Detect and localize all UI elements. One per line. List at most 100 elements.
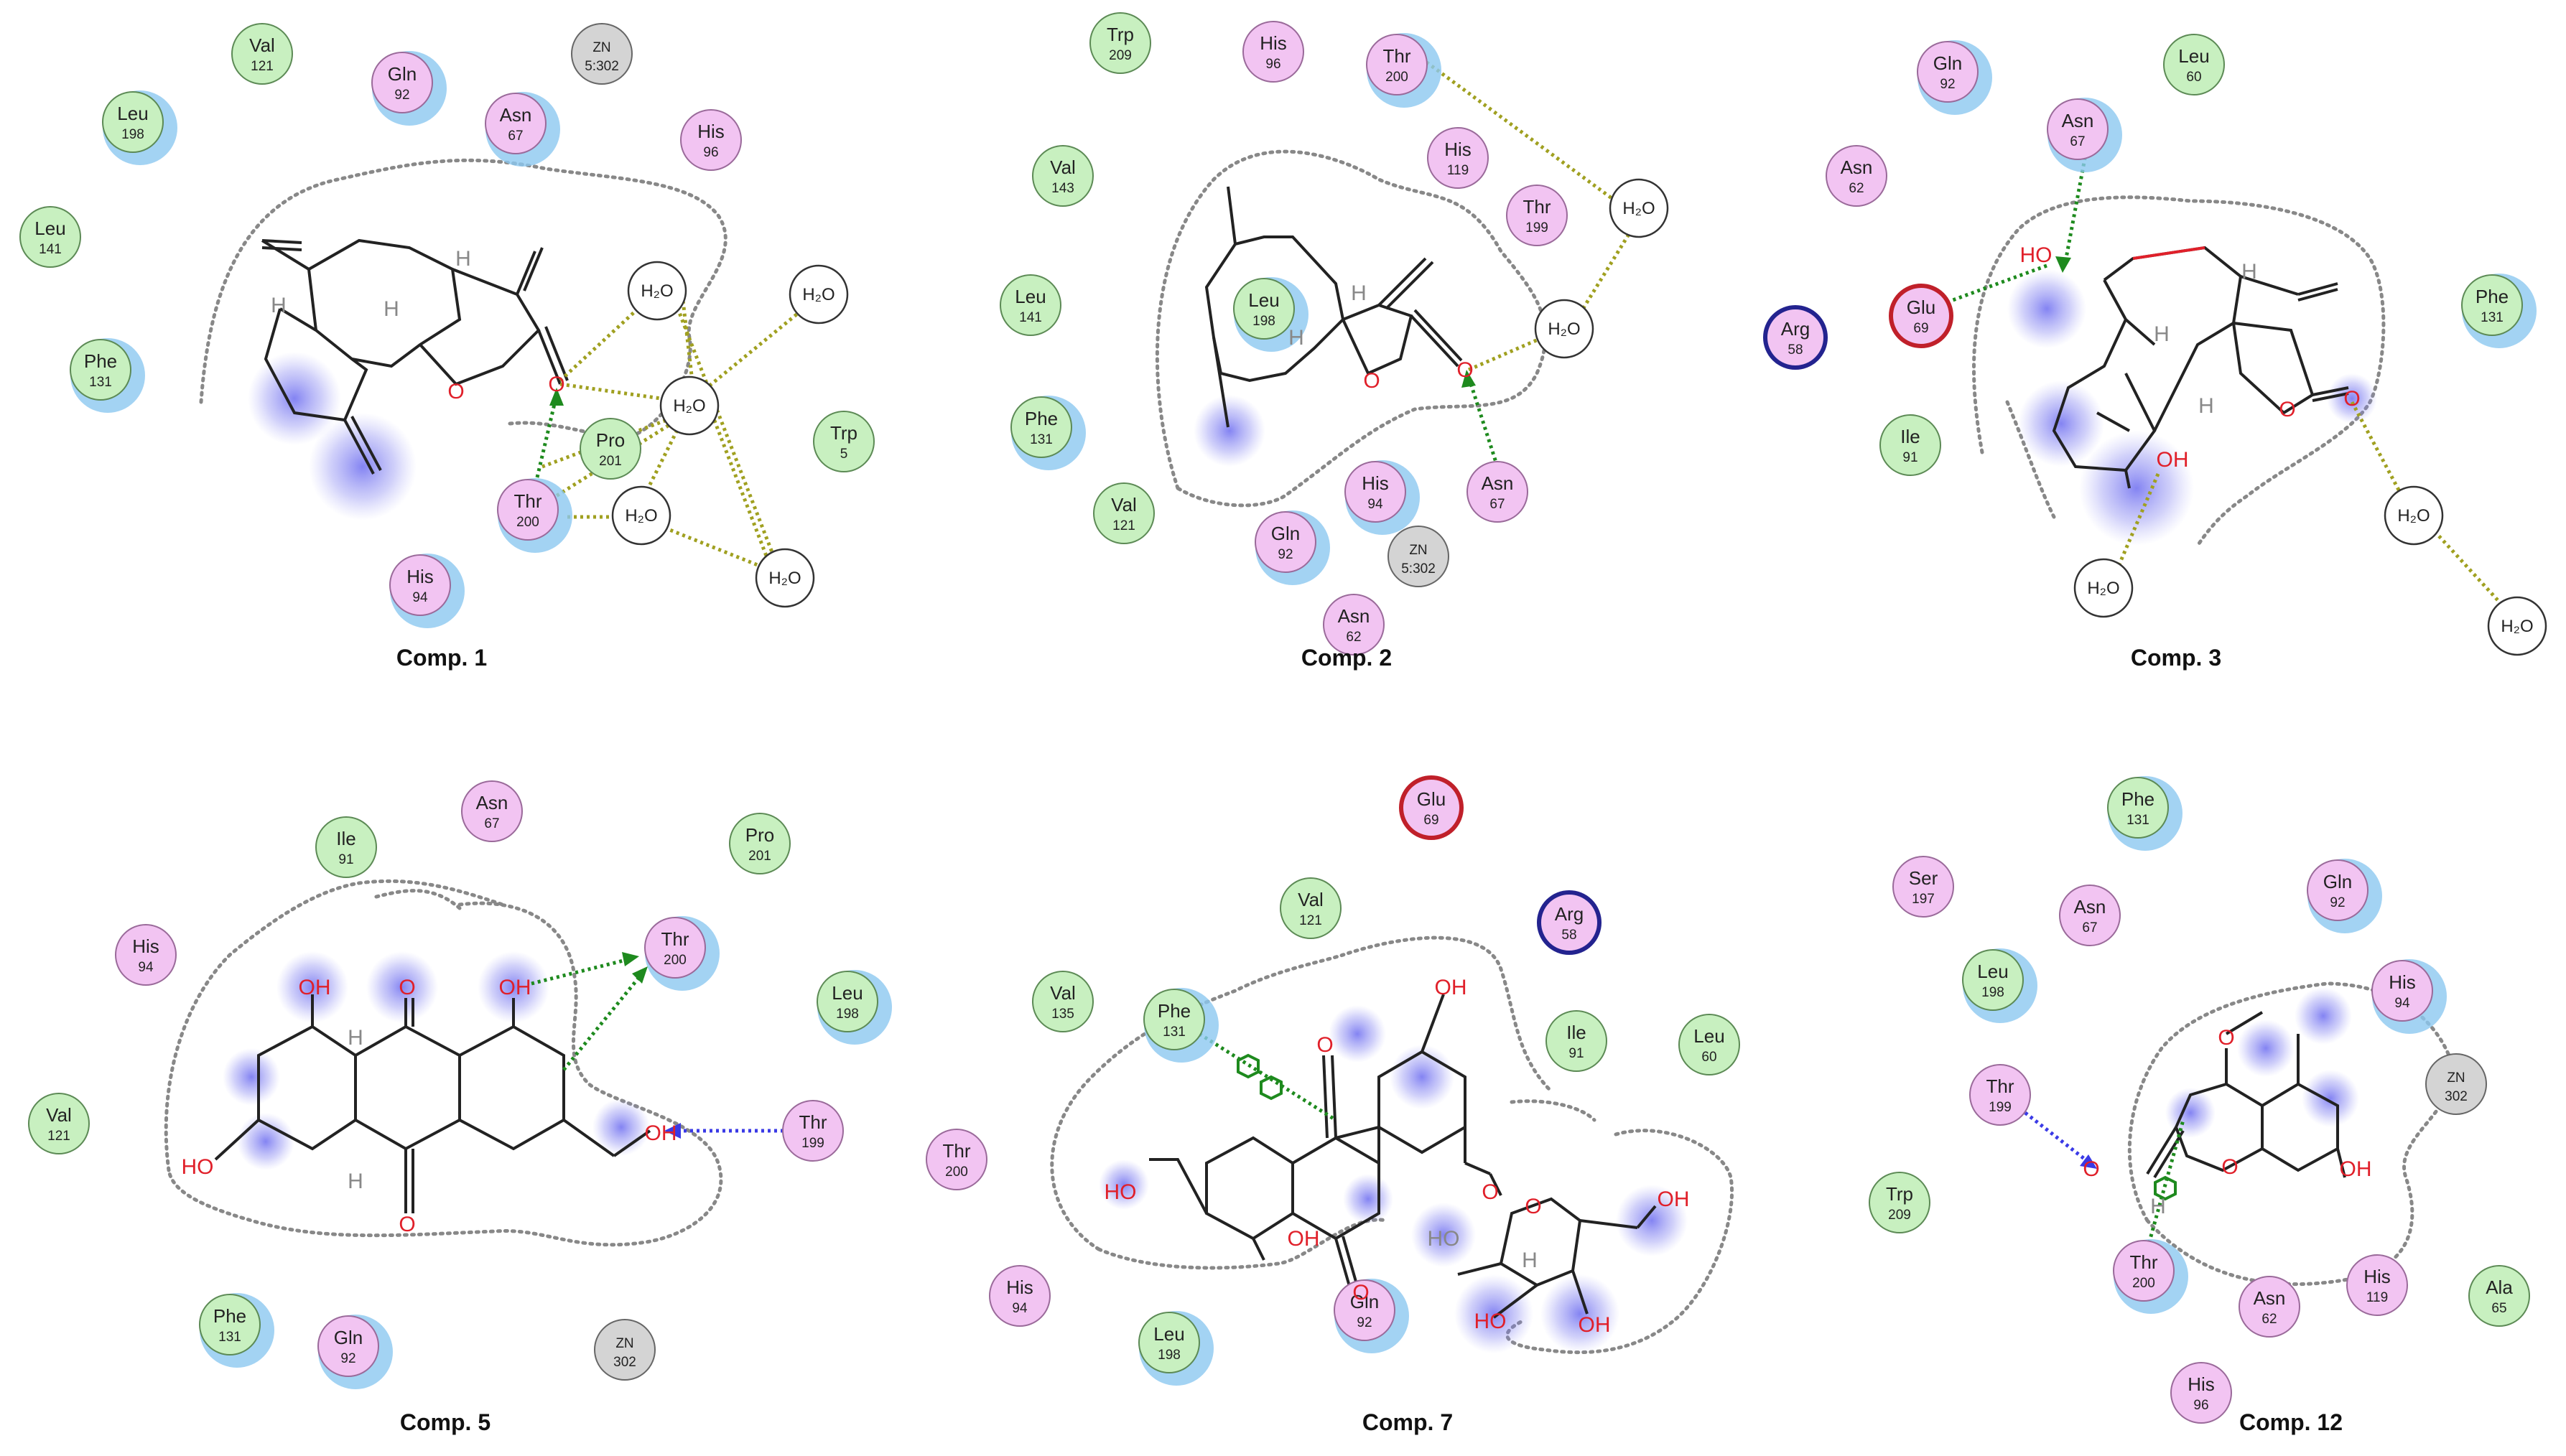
residue-name: ZN [2447, 1070, 2465, 1086]
residue-disk [1344, 461, 1406, 523]
residue-name: Gln [388, 63, 417, 85]
panel-title-comp-7: Comp. 7 [1362, 1409, 1454, 1435]
residue-number: 199 [1525, 220, 1548, 235]
water-label: H₂O [673, 396, 705, 416]
residue-name: Ile [1900, 426, 1920, 447]
residue-name: Asn [500, 104, 532, 126]
residue-disk [2468, 1265, 2530, 1327]
residue-name: Thr [1523, 196, 1551, 218]
residue-number: 92 [340, 1351, 355, 1366]
residue-name: Phe [2476, 286, 2509, 307]
residue-disk [1032, 971, 1094, 1032]
water-disk [1609, 178, 1669, 238]
residue-number: 92 [1940, 77, 1955, 92]
atom-label: HO [182, 1155, 214, 1179]
residue-disk [1545, 1010, 1607, 1072]
atom-label: H [455, 247, 471, 271]
hbond-arrow [531, 956, 633, 986]
water-disk [789, 264, 849, 325]
water-disk [611, 485, 671, 546]
residue-name: Phe [84, 350, 117, 372]
residue-name: Phe [1158, 1000, 1191, 1022]
residue-disk [729, 813, 791, 874]
atom-label: OH [645, 1121, 677, 1145]
hbond-arrow [2024, 1111, 2091, 1165]
atom-label: O [2218, 1026, 2234, 1050]
binding-pocket-outline [164, 879, 505, 1172]
residue-number: 92 [394, 88, 409, 103]
panel-comp-3 [1932, 150, 2515, 619]
residue-number: 91 [1568, 1046, 1584, 1061]
residue-number: 62 [1849, 181, 1864, 196]
residue-disk [2346, 1254, 2408, 1316]
binding-pocket-outline [2005, 400, 2056, 519]
residue-disk [1917, 41, 1979, 103]
water-label: H₂O [768, 569, 801, 588]
residue-number: 5 [840, 447, 848, 462]
residue-disk [1427, 127, 1489, 189]
residue-number: 67 [508, 129, 523, 144]
residue-name: Ile [1566, 1022, 1586, 1043]
residue-name: Asn [2074, 896, 2106, 918]
ligand-exposure-shadow [2079, 431, 2194, 546]
residue-node: Ile 91 [1545, 1010, 1607, 1072]
residue-disk [28, 1093, 90, 1154]
residue-number: 67 [1489, 497, 1505, 512]
residue-disk [1255, 511, 1316, 573]
water-molecule: H₂O [789, 264, 849, 325]
panel-title-comp-12: Comp. 12 [2239, 1409, 2343, 1435]
ligand-exposure-shadow [237, 1113, 294, 1170]
residue-number: 58 [1561, 928, 1576, 943]
residue-disk [1138, 1312, 1200, 1373]
water-disk [2073, 558, 2134, 618]
residue-disk [1233, 278, 1295, 340]
residue-number: 60 [2186, 70, 2201, 85]
atom-label: O [399, 1213, 415, 1236]
water-disk [2487, 596, 2547, 656]
atom-label: OH [299, 976, 331, 999]
residue-name: Leu [832, 982, 863, 1004]
residue-name: Val [1050, 982, 1076, 1004]
panel-comp-5 [164, 879, 790, 1247]
residue-disk [1032, 145, 1094, 207]
binding-pocket-outline [1510, 1099, 1596, 1122]
residue-number: 92 [1278, 547, 1293, 562]
atom-label: H [2150, 1195, 2166, 1218]
residue-name: Gln [1350, 1291, 1379, 1312]
residue-name: Arg [1781, 318, 1810, 340]
residue-name: His [2188, 1373, 2215, 1395]
residue-disk [70, 339, 131, 401]
residue-number: 141 [39, 242, 62, 257]
residue-name: Leu [1153, 1323, 1184, 1345]
residue-number: 199 [801, 1136, 824, 1151]
hbond-arrowhead [2055, 256, 2071, 273]
residue-name: ZN [1409, 543, 1427, 558]
residue-disk [315, 816, 377, 878]
residue-number: 209 [1109, 48, 1132, 63]
residue-number: 94 [138, 960, 154, 975]
hbond-arrowhead [632, 966, 648, 984]
panel-comp-12 [2024, 981, 2455, 1287]
residue-number: 92 [2330, 895, 2345, 910]
residue-disk [2059, 885, 2121, 946]
residue-disk [371, 52, 433, 113]
residue-disk [1334, 1279, 1395, 1341]
